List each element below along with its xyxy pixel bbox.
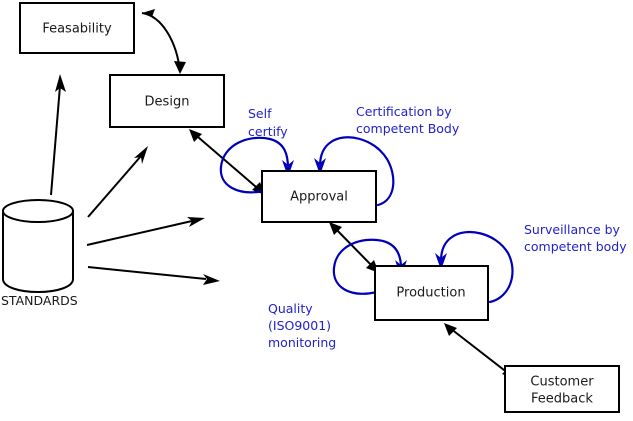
edge-standards-to-approval-line — [86, 220, 193, 246]
edge-standards-to-design-line — [87, 155, 142, 218]
edge-design-to-feasability — [141, 9, 186, 74]
annotation-self-certify: Self certify — [248, 106, 288, 139]
node-feasability[interactable]: Feasability — [19, 2, 135, 54]
edge-design-to-feasability-head-b — [174, 61, 186, 74]
node-approval-box[interactable] — [261, 170, 377, 223]
edge-design-to-feasability-line — [141, 12, 181, 73]
edge-standards-to-production — [87, 266, 220, 285]
node-production-label: Production — [396, 286, 465, 301]
loop-approval-self-certify-head — [282, 160, 294, 177]
edge-standards-to-feasability-line — [50, 85, 61, 196]
edge-standards-to-feasability-head — [55, 74, 66, 92]
node-customer-feedback-label-line1: Customer — [530, 375, 594, 390]
annotation-quality-line1: Quality — [268, 301, 313, 316]
edge-standards-to-production-line — [87, 266, 207, 280]
loop-production-quality-arc — [332, 238, 403, 295]
edge-standards-to-design — [87, 146, 148, 218]
loop-approval-self-certify-arc — [219, 136, 290, 194]
edge-approval-to-production-head-a — [329, 222, 342, 235]
edge-production-to-customer-feedback-head-a — [444, 323, 457, 336]
loop-approval-certification-head — [314, 158, 326, 175]
annotation-surveillance-line1: Surveillance by — [524, 222, 621, 237]
annotation-surveillance-by-competent-body: Surveillance by competent body — [524, 222, 627, 254]
edge-standards-to-approval-head — [187, 217, 205, 227]
loop-approval-certification-arc — [318, 136, 395, 207]
loop-production-surveillance-arc — [439, 230, 514, 304]
edge-standards-to-approval — [86, 217, 205, 246]
datastore-standards[interactable]: STANDARDS — [1, 199, 78, 308]
datastore-standards-body[interactable] — [2, 210, 74, 294]
annotation-surveillance-line2: competent body — [524, 239, 627, 254]
loop-approval-self-certify — [219, 136, 294, 194]
datastore-standards-label: STANDARDS — [1, 293, 78, 308]
node-feasability-box[interactable] — [19, 2, 135, 54]
annotation-certification-by-competent-body: Certification by competent Body — [356, 104, 460, 136]
node-design-label: Design — [145, 95, 190, 110]
loop-approval-certification — [314, 136, 395, 207]
annotation-certification-line1: Certification by — [356, 104, 452, 119]
edge-design-to-feasability-head-a — [142, 9, 155, 17]
node-feasability-label: Feasability — [42, 22, 112, 37]
node-customer-feedback-box[interactable] — [504, 365, 620, 413]
node-production-box[interactable] — [374, 265, 489, 321]
annotation-quality-line2: (ISO9001) — [268, 318, 331, 333]
edge-standards-to-design-head — [134, 146, 148, 164]
edge-approval-to-production — [329, 222, 379, 273]
annotation-quality-iso9001-monitoring: Quality (ISO9001) monitoring — [268, 301, 336, 350]
annotation-certification-line2: competent Body — [356, 121, 460, 136]
node-design[interactable]: Design — [109, 74, 225, 128]
edge-production-to-customer-feedback-line — [445, 324, 514, 378]
node-production[interactable]: Production — [374, 265, 489, 321]
node-approval[interactable]: Approval — [261, 170, 377, 223]
annotation-self-certify-line1: Self — [248, 106, 272, 121]
node-design-box[interactable] — [109, 74, 225, 128]
loop-production-surveillance-head — [435, 253, 447, 270]
edge-design-to-approval-head-a — [189, 129, 202, 142]
edge-standards-to-production-head — [203, 274, 220, 285]
annotation-self-certify-line2: certify — [248, 124, 288, 139]
datastore-standards-top-ellipse[interactable] — [2, 199, 74, 223]
loop-production-surveillance — [435, 230, 514, 304]
node-customer-feedback-label-line2: Feedback — [531, 392, 593, 407]
node-approval-label: Approval — [290, 190, 348, 205]
annotation-quality-line3: monitoring — [268, 335, 336, 350]
node-customer-feedback[interactable]: Customer Feedback — [504, 365, 620, 413]
edge-approval-to-production-line — [330, 223, 378, 272]
edge-standards-to-feasability — [50, 74, 66, 196]
edge-design-to-approval-line — [190, 130, 264, 194]
